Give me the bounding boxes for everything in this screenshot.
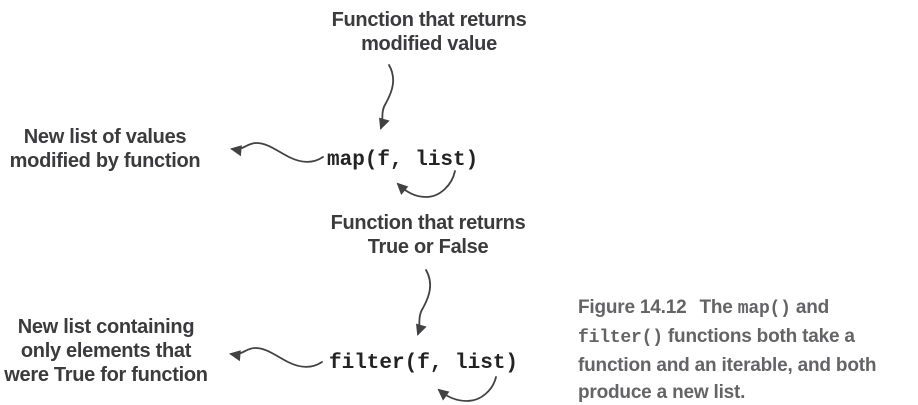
caption-text: and [790,297,830,318]
caption-code-filter: filter() [578,328,663,348]
map-result-label-line: modified by function [9,150,201,172]
map-code: map(f, list) [327,149,479,172]
filter-result-label: New list containing only elements that w… [0,315,212,387]
figure-caption: Figure 14.12 The map() and filter() funct… [578,294,898,405]
caption-text: function and an iterable, and both [578,355,877,376]
filter-result-label-line: New list containing [17,316,195,338]
caption-code-map: map() [737,299,791,319]
caption-text: The [699,297,738,318]
map-result-label: New list of values modified by function [5,125,205,173]
list-to-filter-arrow-icon [437,376,497,402]
filter-function-label-line: True or False [367,236,489,258]
caption-line: Figure 14.12 The map() and [578,294,898,323]
list-to-map-arrow-icon [396,170,456,198]
caption-text: produce a new list. [578,382,746,403]
map-function-label: Function that returns modified value [329,8,529,56]
filter-code: filter(f, list) [329,352,519,375]
caption-line: filter() functions both take a [578,323,898,352]
map-result-label-line: New list of values [23,126,187,148]
caption-line: produce a new list. [578,379,898,405]
map-to-result-arrow-icon [230,142,324,163]
map-function-label-line: modified value [361,33,497,55]
caption-text: functions both take a [662,326,855,347]
filter-function-label-line: Function that returns [330,212,526,234]
map-function-label-line: Function that returns [331,9,527,31]
filter-result-label-line: only elements that [20,340,192,362]
filter-function-label: Function that returns True or False [327,211,529,259]
filter-result-label-line: were True for function [4,364,208,386]
function-to-filter-arrow-icon [416,269,432,336]
filter-to-result-arrow-icon [229,347,323,368]
function-to-map-arrow-icon [379,64,395,130]
caption-line: function and an iterable, and both [578,352,898,379]
figure-number: Figure 14.12 [578,297,687,318]
